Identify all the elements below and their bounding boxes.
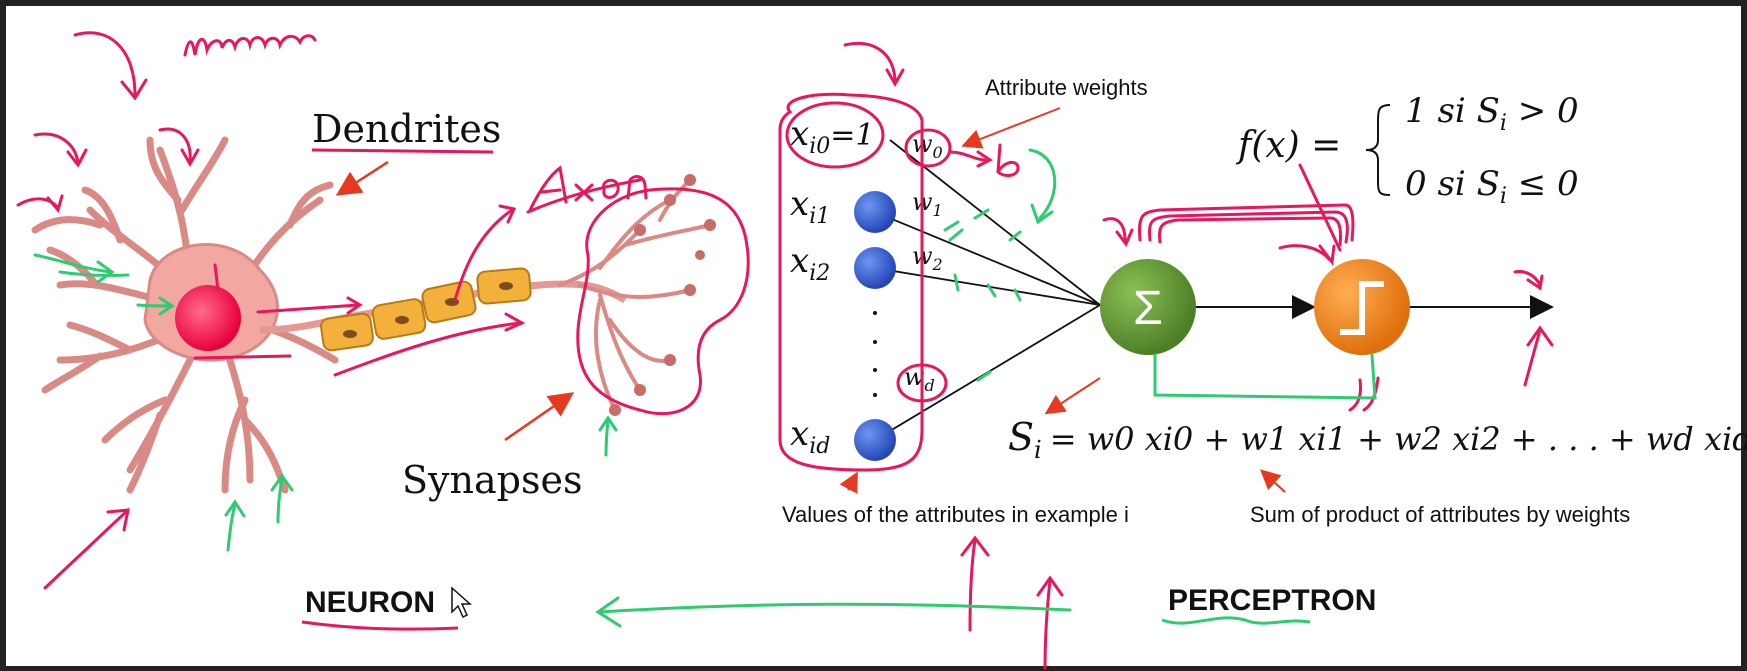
input-label-x2: x	[790, 241, 809, 281]
mouse-cursor-icon	[451, 586, 472, 619]
pink-pen-annotations	[16, 31, 1554, 670]
neuron-title: NEURON	[305, 586, 435, 619]
svg-text:0 si Si ≤ 0: 0 si Si ≤ 0	[1405, 164, 1579, 209]
svg-text:xi0=1: xi0=1	[790, 114, 874, 159]
input-label-x0: x	[790, 114, 809, 154]
synapses-label: Synapses	[402, 458, 582, 502]
green-pen-annotations	[33, 148, 1377, 628]
input-node-1	[854, 191, 896, 233]
svg-text:Si= w0 xi0 + w1 xi1 + w2 xi2 +: Si= w0 xi0 + w1 xi1 + w2 xi2 + . . . + w…	[1008, 415, 1747, 464]
sum-caption-pointer	[1260, 469, 1286, 493]
neuron-pointer-arrows	[335, 160, 575, 442]
attribute-weights-label: Attribute weights	[985, 75, 1148, 100]
perceptron-title-underline	[1161, 616, 1311, 625]
perceptron-title: PERCEPTRON	[1168, 584, 1376, 617]
dendrites-underline	[311, 148, 494, 154]
nucleus	[175, 285, 241, 351]
neuron-title-underline	[301, 620, 459, 631]
values-caption: Values of the attributes in example i	[782, 502, 1129, 527]
dendrites-label: Dendrites	[312, 107, 501, 151]
svg-text:1 si Si > 0: 1 si Si > 0	[1405, 91, 1579, 136]
input-node-2	[854, 247, 896, 289]
svg-text:xi1: xi1	[790, 184, 830, 229]
perceptron-diagram: xi0=1 xi1 xi2 xid w0 w1 w2 wd Σ	[782, 75, 1747, 625]
values-caption-pointer	[839, 471, 858, 494]
sum-icon: Σ	[1133, 282, 1163, 335]
input-label-xd: x	[790, 414, 809, 454]
svg-text:wd: wd	[904, 363, 935, 395]
equation-sum-pointer	[1044, 377, 1101, 415]
attribute-weights-arrow	[961, 107, 1061, 149]
input-node-d	[854, 419, 896, 461]
equation-rhs: = w0 xi0 + w1 xi1 + w2 xi2 + . . . + wd …	[1050, 420, 1747, 458]
svg-text:xid: xid	[790, 414, 830, 459]
sum-node	[1100, 259, 1196, 355]
activation-brace	[1365, 104, 1391, 196]
activation-case-1: 1 si S	[1405, 91, 1500, 131]
svg-text:xi2: xi2	[790, 241, 830, 286]
neuron-illustration	[31, 136, 716, 494]
sum-caption: Sum of product of attributes by weights	[1250, 502, 1630, 527]
activation-case-2: 0 si S	[1405, 164, 1500, 204]
input-label-x1: x	[790, 184, 809, 224]
weight-label-wd: w	[904, 363, 925, 391]
equation-lhs: S	[1008, 415, 1034, 459]
activation-fx-label: f(x) =	[1235, 125, 1341, 166]
step-function-icon	[1340, 281, 1384, 335]
